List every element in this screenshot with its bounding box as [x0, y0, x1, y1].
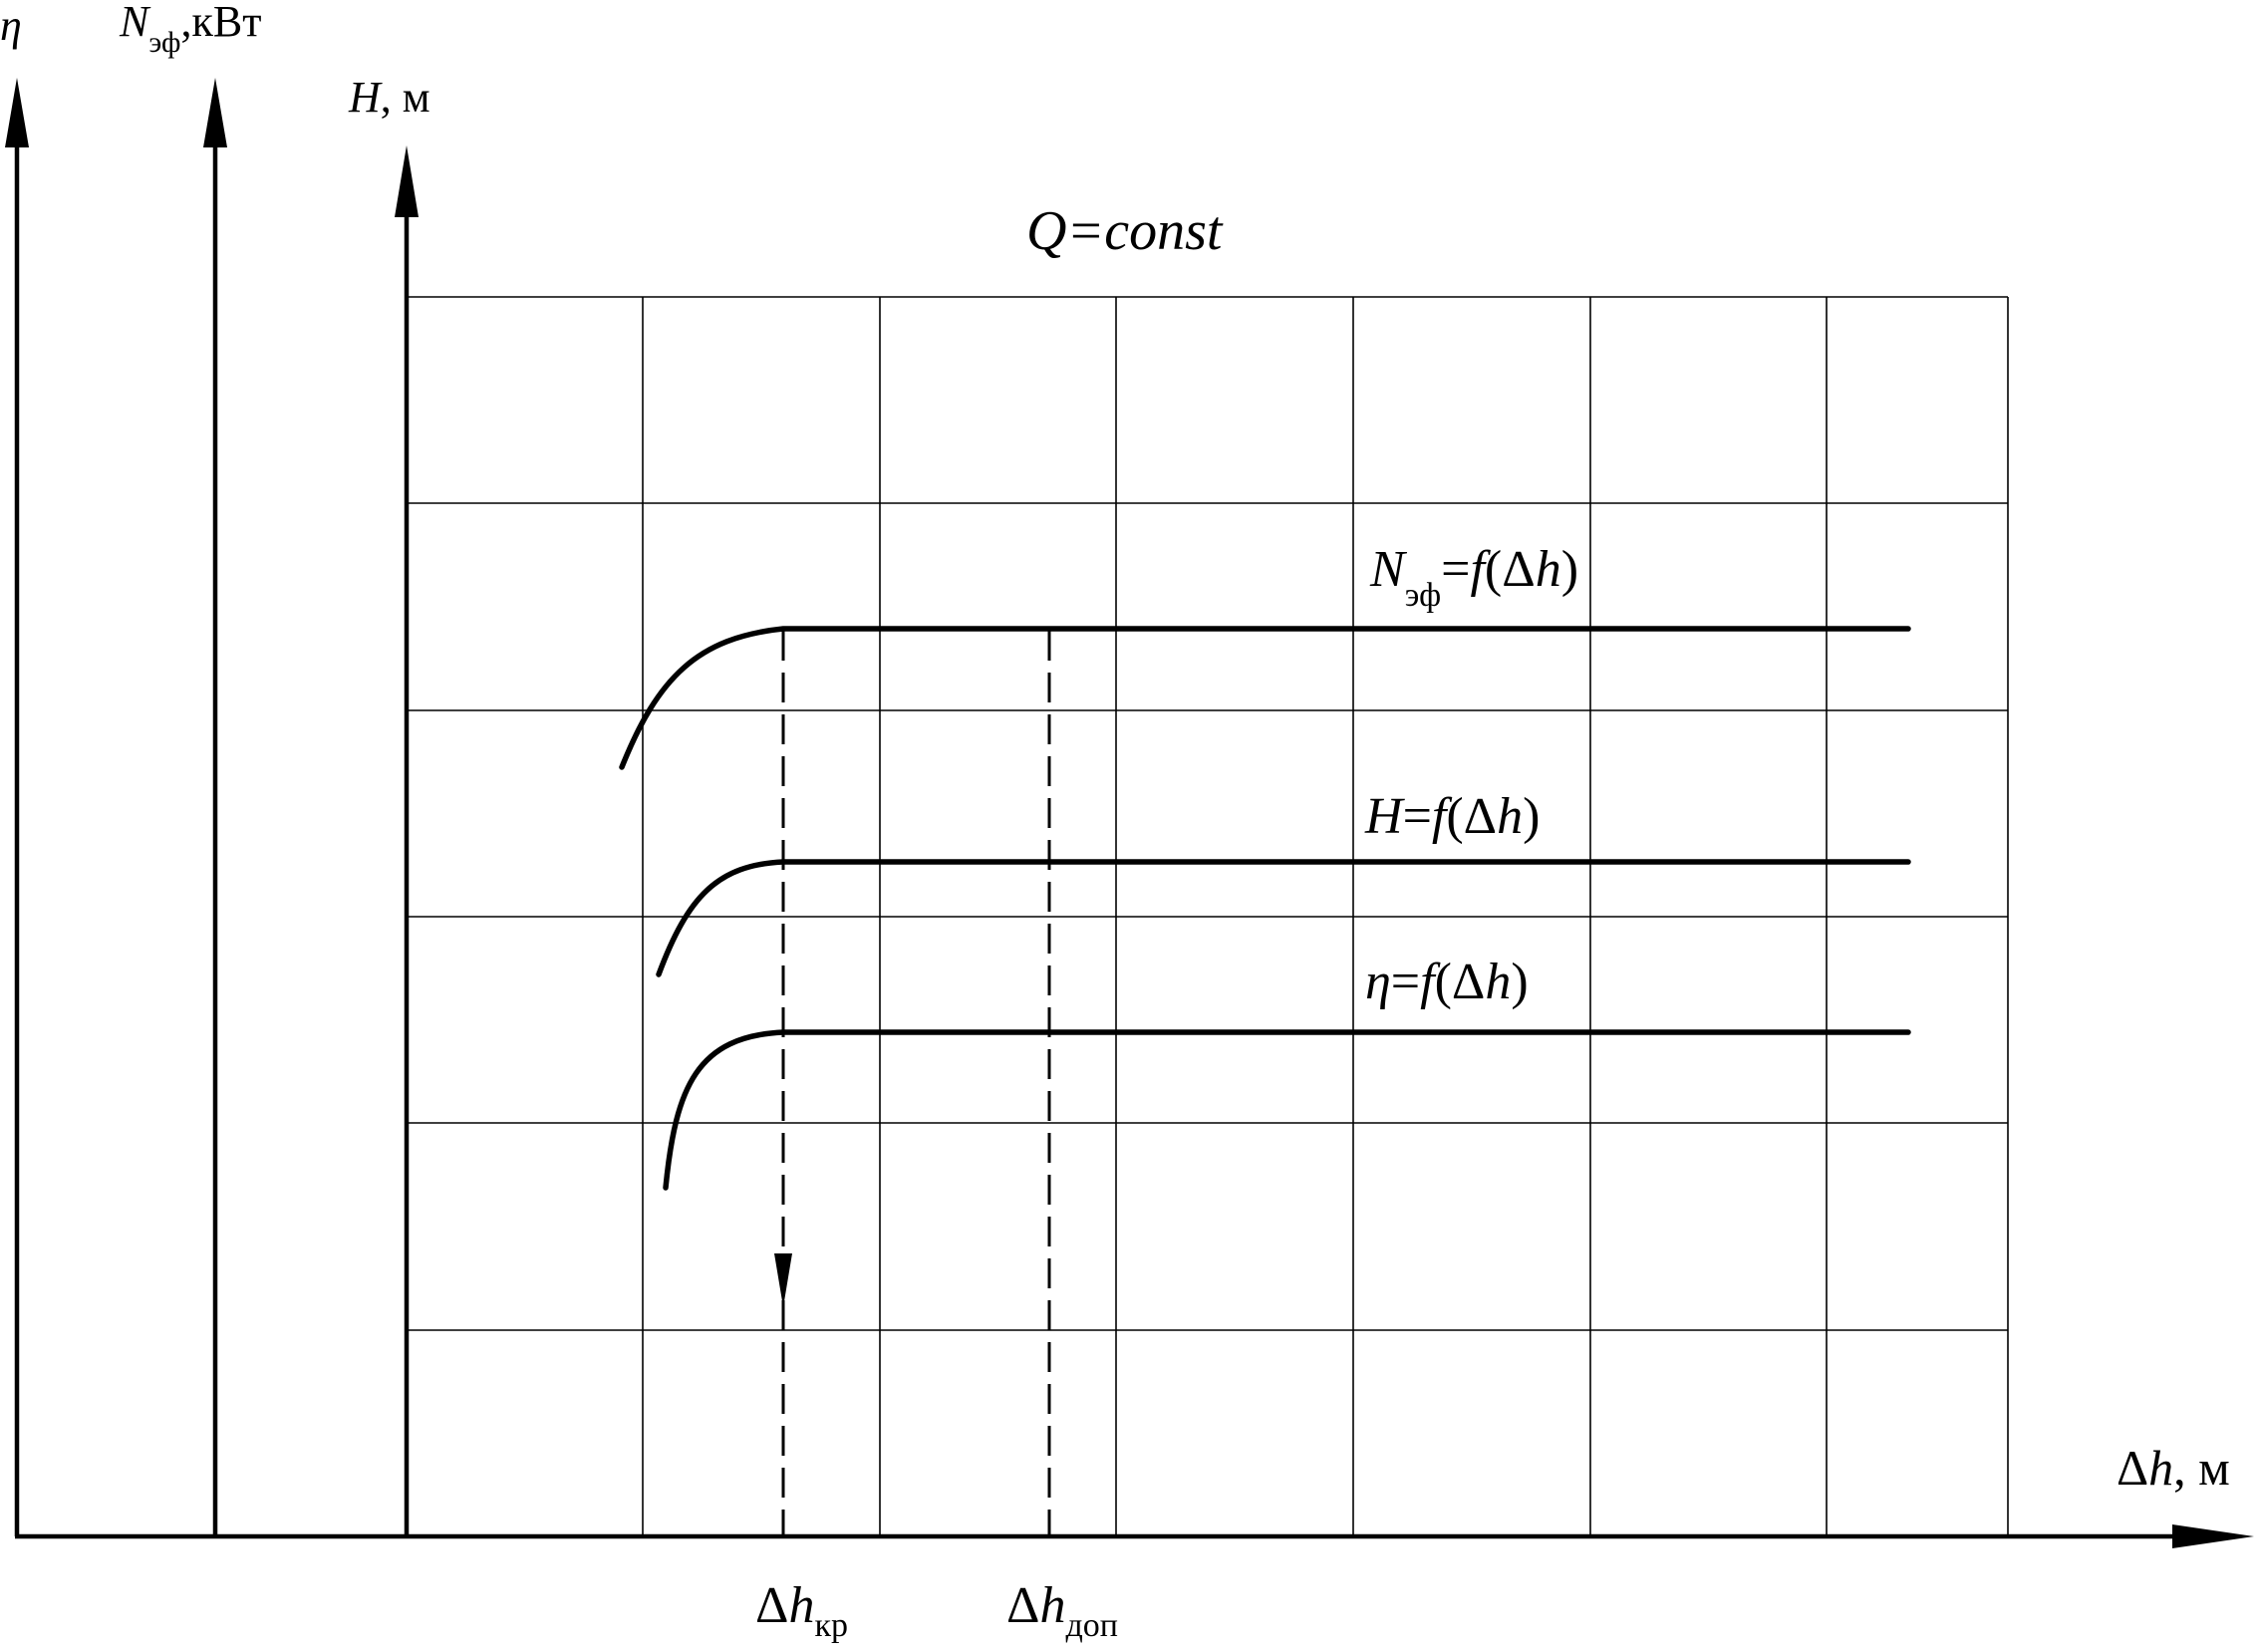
head-curve-label: H=f(Δh)	[1364, 788, 1540, 845]
axes	[5, 78, 2254, 1548]
markers	[781, 631, 1051, 1536]
power-curve	[619, 626, 1911, 770]
eta-axis-arrow	[5, 78, 29, 147]
x-axis-arrow	[2172, 1524, 2254, 1548]
eta-axis-label: η	[0, 1, 22, 50]
head-curve	[656, 859, 1911, 977]
critical-marker-arrow	[774, 1253, 792, 1307]
grid	[407, 296, 2009, 1536]
curves	[619, 626, 1911, 1191]
head-axis-label: H, м	[348, 73, 430, 122]
power-axis-arrow	[203, 78, 227, 147]
eta-curve-label: η=f(Δh)	[1365, 954, 1529, 1010]
chart-title: Q=const	[1026, 200, 1224, 262]
x-axis-label: Δh, м	[2117, 1440, 2230, 1496]
allowable-marker-label: Δhдоп	[1006, 1577, 1118, 1644]
power-axis-label: Nэф,кВт	[119, 0, 261, 59]
head-axis-arrow	[395, 145, 419, 217]
eta-curve	[663, 1029, 1911, 1191]
power-curve-label: Nэф=f(Δh)	[1369, 541, 1578, 614]
critical-marker-label: Δhкр	[755, 1577, 848, 1644]
